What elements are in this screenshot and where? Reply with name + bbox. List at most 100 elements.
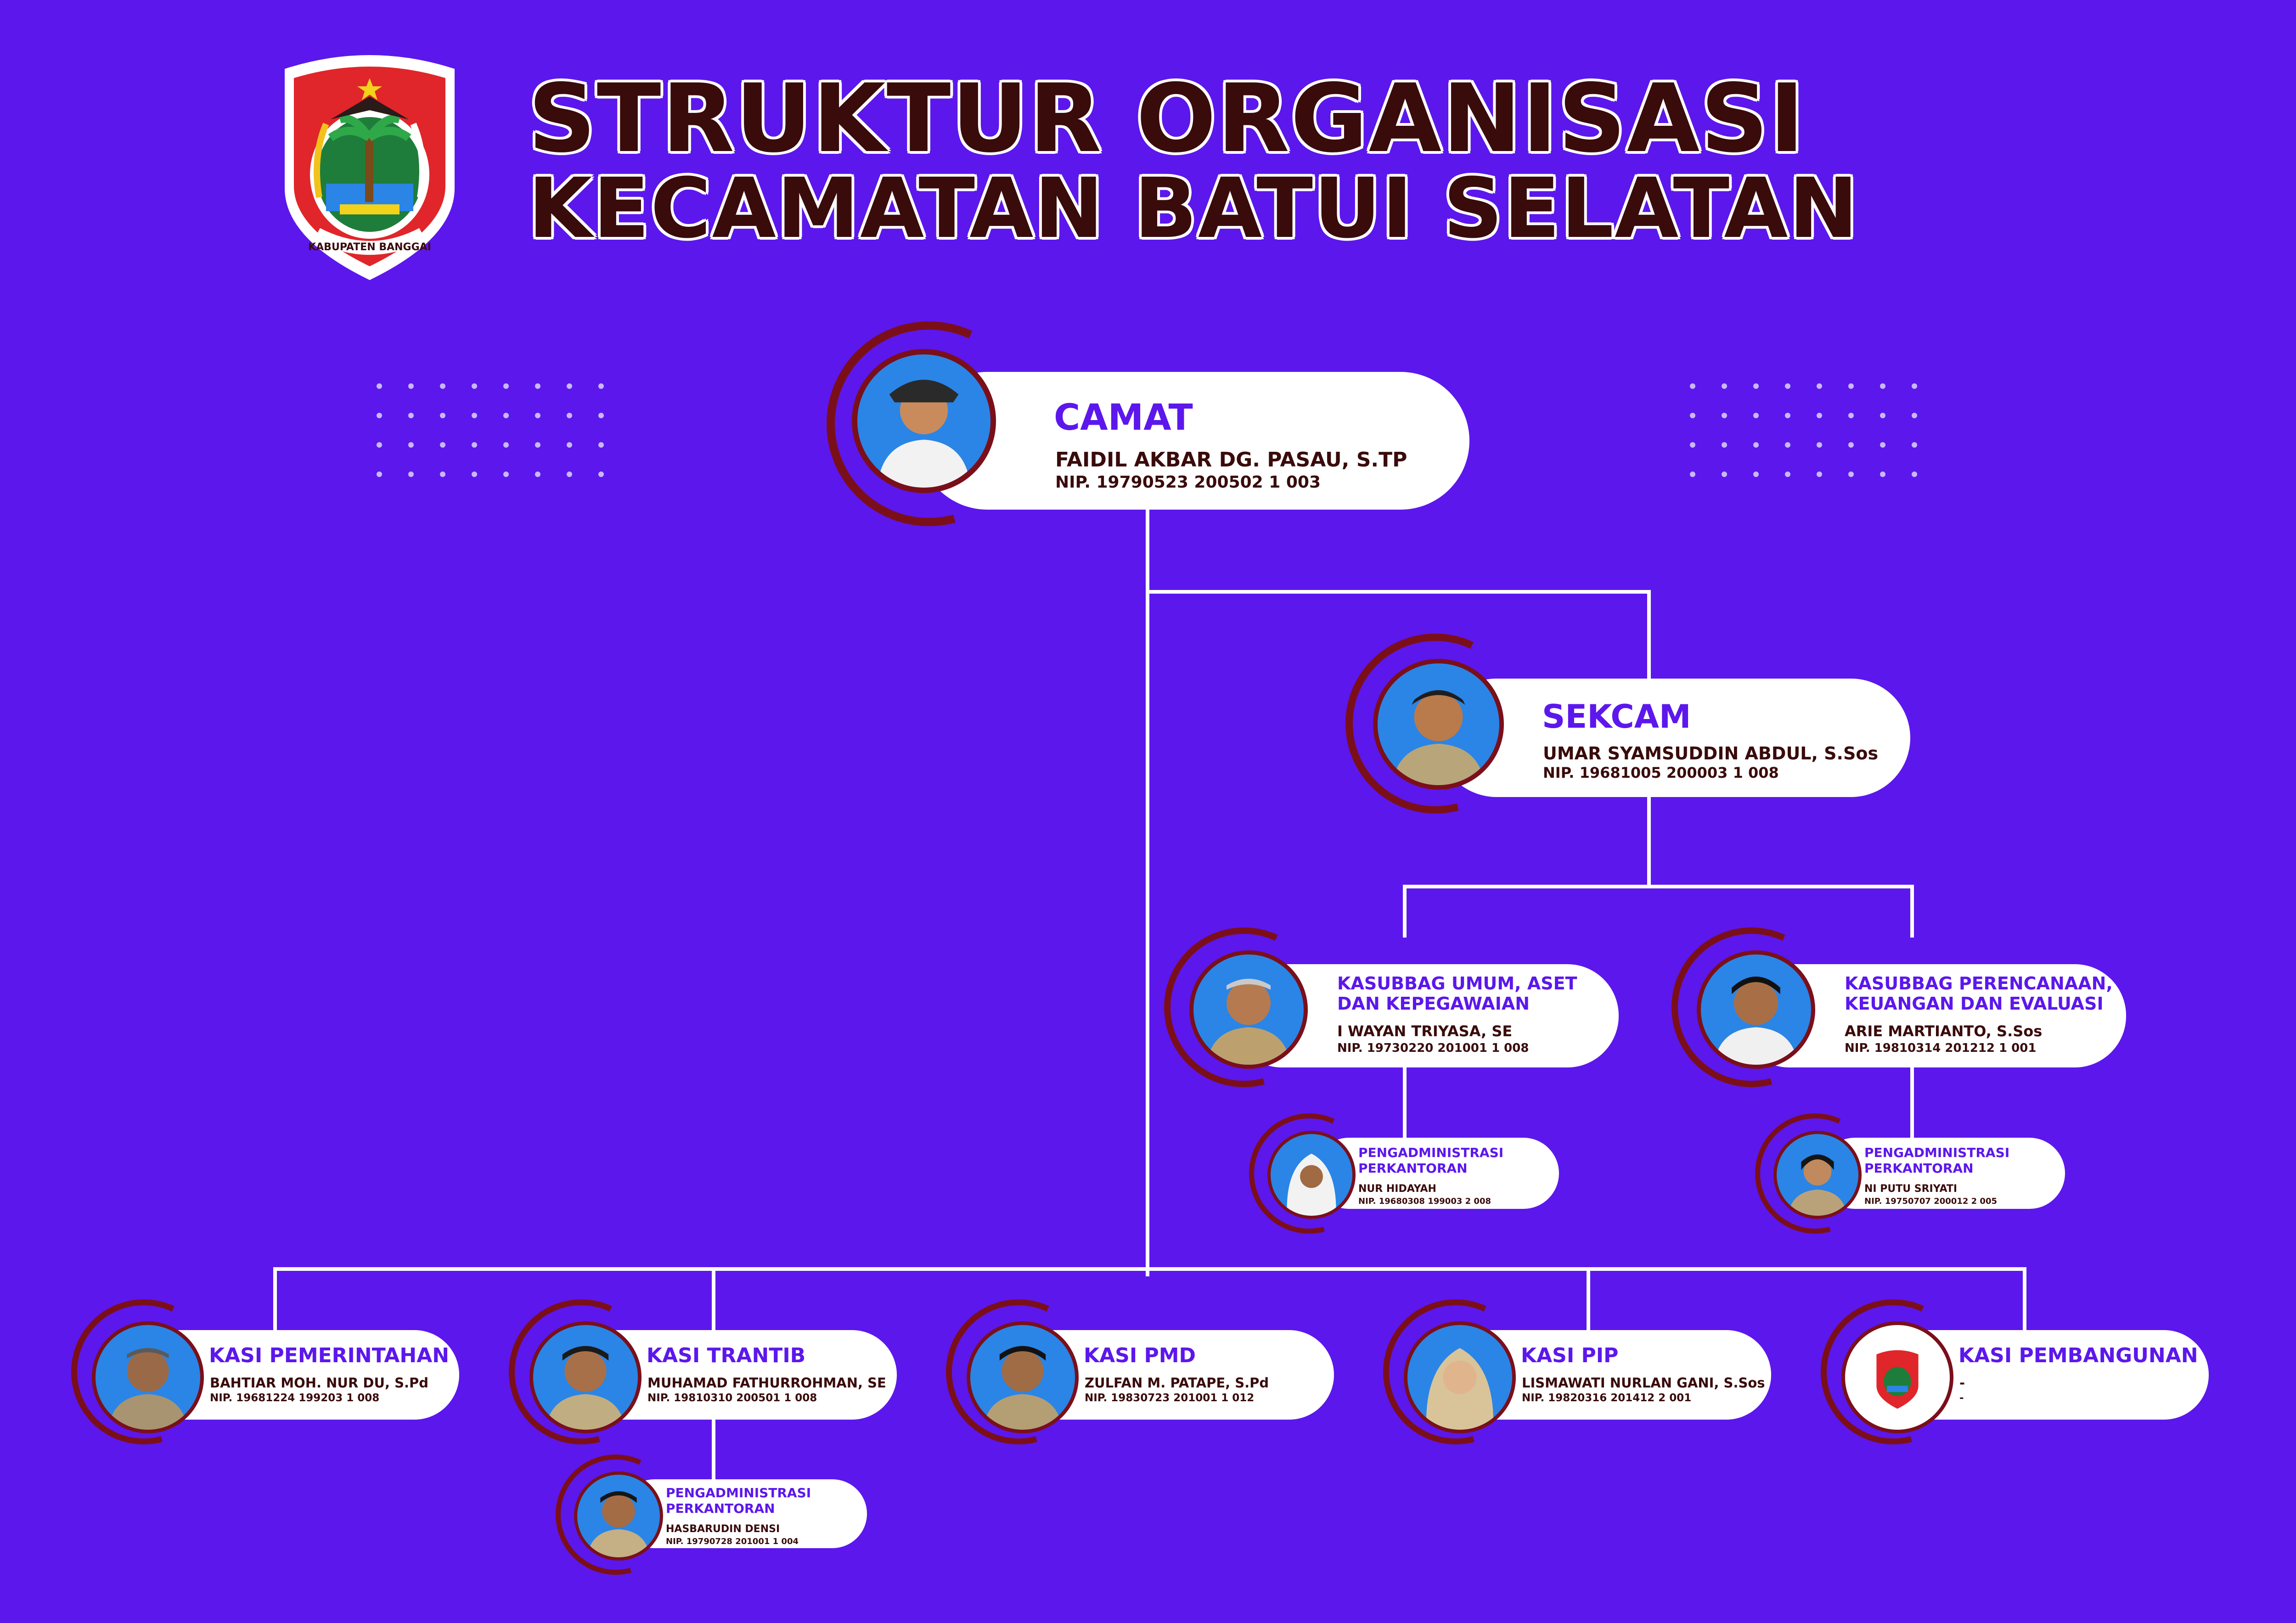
decorative-dot (1848, 472, 1854, 477)
decorative-dot (535, 383, 540, 389)
position-title: KASUBBAG UMUM, ASET (1337, 973, 1577, 994)
decorative-dot (1753, 383, 1759, 389)
position-title: KASI PIP (1521, 1344, 1619, 1367)
decorative-dot (503, 383, 509, 389)
person-nip: NIP. 19681005 200003 1 008 (1543, 764, 1779, 781)
person-nip: NIP. 19830723 201001 1 012 (1085, 1392, 1255, 1404)
decorative-dot (535, 413, 540, 418)
connector-line (273, 1267, 2026, 1271)
sekcam-photo (1373, 659, 1504, 790)
person-name: ARIE MARTIANTO, S.Sos (1845, 1022, 2043, 1040)
decorative-dot (440, 472, 445, 477)
decorative-dot (1848, 413, 1854, 418)
connector-line (712, 1414, 715, 1483)
connector-line (2023, 1267, 2026, 1331)
decorative-dot (535, 472, 540, 477)
decorative-dot (1912, 383, 1917, 389)
decorative-dot (1690, 413, 1695, 418)
position-title: KASI PEMERINTAHAN (209, 1344, 450, 1367)
position-title: PENGADMINISTRASI (1358, 1145, 1504, 1160)
kasi-pembangunan-emblem-placeholder (1841, 1321, 1953, 1433)
person-nip: NIP. 19820316 201412 2 001 (1522, 1392, 1692, 1404)
position-title: PENGADMINISTRASI (1864, 1145, 2010, 1160)
staff-trantib-photo (574, 1471, 663, 1561)
connector-line (1146, 505, 1149, 1276)
person-nip: NIP. 19680308 199003 2 008 (1358, 1196, 1491, 1206)
kasi-pip-photo (1404, 1321, 1516, 1433)
person-nip: NIP. 19750707 200012 2 005 (1864, 1196, 1997, 1206)
decorative-dot (1817, 413, 1822, 418)
page-title-line2: KECAMATAN BATUI SELATAN (528, 161, 1859, 257)
decorative-dots-right (1690, 383, 1918, 477)
decorative-dot (535, 442, 540, 448)
decorative-dot (598, 442, 604, 448)
kasi-trantib-photo (529, 1321, 642, 1433)
position-title: KASI PMD (1084, 1344, 1196, 1367)
decorative-dot (567, 472, 572, 477)
person-name: MUHAMAD FATHURROHMAN, SE (647, 1375, 886, 1391)
person-name: ZULFAN M. PATAPE, S.Pd (1085, 1375, 1269, 1391)
decorative-dot (503, 442, 509, 448)
decorative-dot (1817, 442, 1822, 448)
kasubbag-umum-photo (1189, 950, 1308, 1069)
kabupaten-banggai-emblem: KABUPATEN BANGGAI (271, 46, 468, 285)
decorative-dot (1848, 383, 1854, 389)
person-name: - (1959, 1375, 1965, 1391)
decorative-dot (1880, 442, 1885, 448)
connector-line (1403, 885, 1407, 938)
page-title-line1: STRUKTUR ORGANISASI (528, 64, 1806, 174)
decorative-dot (1880, 413, 1885, 418)
person-nip: - (1959, 1392, 1964, 1404)
decorative-dot (1753, 472, 1759, 477)
connector-line (1146, 590, 1651, 594)
decorative-dot (1690, 472, 1695, 477)
decorative-dot (472, 442, 477, 448)
decorative-dots-left (377, 383, 605, 477)
connector-line (1403, 885, 1914, 888)
person-name: HASBARUDIN DENSI (666, 1523, 780, 1535)
decorative-dot (1880, 383, 1885, 389)
camat-photo (852, 349, 996, 493)
person-nip: NIP. 19810310 200501 1 008 (647, 1392, 817, 1404)
decorative-dot (408, 442, 414, 448)
kasi-pemerintahan-photo (92, 1321, 204, 1433)
person-name: NUR HIDAYAH (1358, 1183, 1436, 1195)
decorative-dot (472, 383, 477, 389)
decorative-dot (1690, 442, 1695, 448)
node-card (1437, 679, 1910, 797)
position-title: KEUANGAN DAN EVALUASI (1845, 994, 2104, 1014)
decorative-dot (1817, 472, 1822, 477)
decorative-dot (440, 413, 445, 418)
svg-text:KABUPATEN BANGGAI: KABUPATEN BANGGAI (308, 241, 431, 253)
decorative-dot (1753, 442, 1759, 448)
decorative-dot (598, 413, 604, 418)
decorative-dot (1912, 442, 1917, 448)
decorative-dot (377, 442, 382, 448)
position-title: PERKANTORAN (1358, 1161, 1468, 1176)
decorative-dot (1722, 472, 1727, 477)
position-title: PENGADMINISTRASI (666, 1485, 811, 1500)
decorative-dot (440, 442, 445, 448)
decorative-dot (1848, 442, 1854, 448)
position-title: SEKCAM (1542, 698, 1691, 736)
person-nip: NIP. 19681224 199203 1 008 (210, 1392, 380, 1404)
position-title: KASUBBAG PERENCANAAN, (1845, 973, 2113, 994)
decorative-dot (1722, 442, 1727, 448)
decorative-dot (567, 442, 572, 448)
kasubbag-perencanaan-photo (1697, 950, 1815, 1069)
person-nip: NIP. 19810314 201212 1 001 (1845, 1041, 2037, 1055)
connector-line (273, 1267, 277, 1331)
decorative-dot (1785, 413, 1790, 418)
decorative-dot (1912, 413, 1917, 418)
decorative-dot (567, 383, 572, 389)
connector-line (1910, 885, 1914, 938)
decorative-dot (1753, 413, 1759, 418)
decorative-dot (1722, 413, 1727, 418)
decorative-dot (598, 383, 604, 389)
decorative-dot (377, 383, 382, 389)
decorative-dot (1785, 442, 1790, 448)
decorative-dot (1785, 472, 1790, 477)
decorative-dot (1722, 383, 1727, 389)
decorative-dot (472, 413, 477, 418)
connector-line (1910, 1065, 1914, 1139)
